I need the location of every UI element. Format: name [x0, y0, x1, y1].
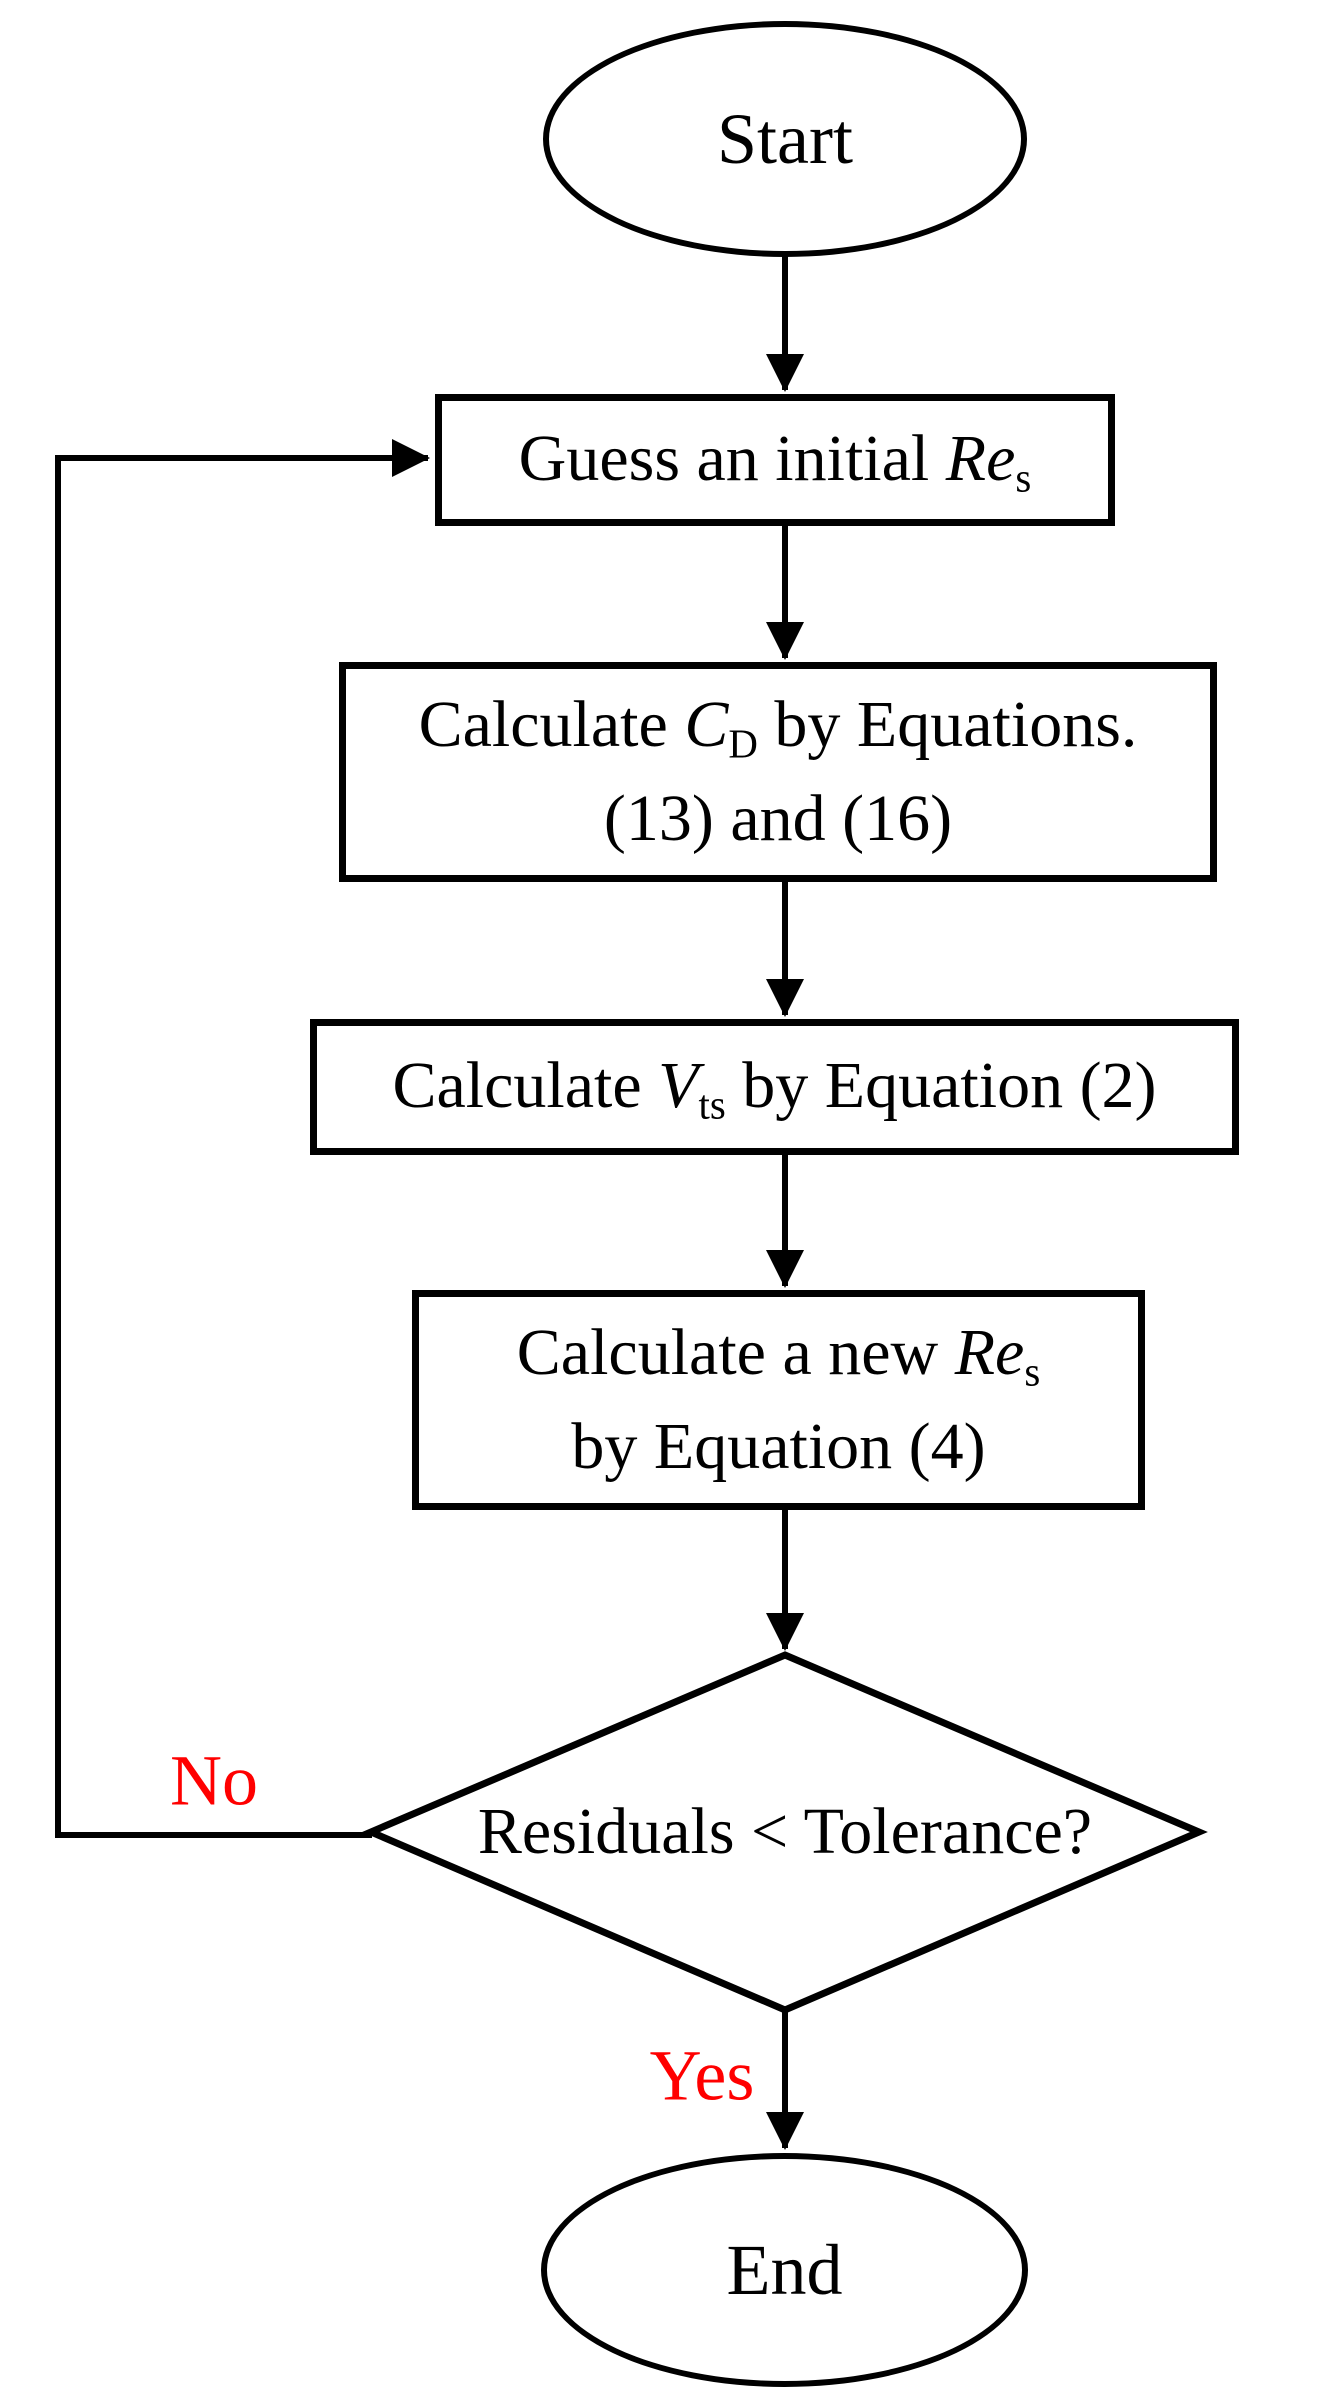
branch-label-yes: Yes [649, 2035, 755, 2116]
end-node: End [541, 2153, 1028, 2387]
process-calc-cd: Calculate CD by Equations.(13) and (16) [339, 662, 1217, 882]
process-calc-vts: Calculate Vts by Equation (2) [310, 1019, 1239, 1155]
decision-question-text: Residuals < Tolerance? [477, 1795, 1093, 1868]
feedback-loop-no-arrow [55, 439, 430, 1838]
decision-question: Residuals < Tolerance? [478, 1794, 1092, 1870]
process-guess-res-label: Guess an initial Res [518, 422, 1032, 501]
process-guess-res: Guess an initial Res [435, 394, 1115, 526]
end-label: End [726, 2229, 843, 2310]
process-calc-cd-label: Calculate CD by Equations.(13) and (16) [418, 687, 1138, 855]
branch-label-no: No [170, 1740, 258, 1821]
start-node: Start [543, 21, 1027, 257]
start-label: Start [717, 98, 853, 179]
decision-diamond [362, 1651, 1208, 2014]
process-calc-vts-label: Calculate Vts by Equation (2) [392, 1049, 1157, 1128]
